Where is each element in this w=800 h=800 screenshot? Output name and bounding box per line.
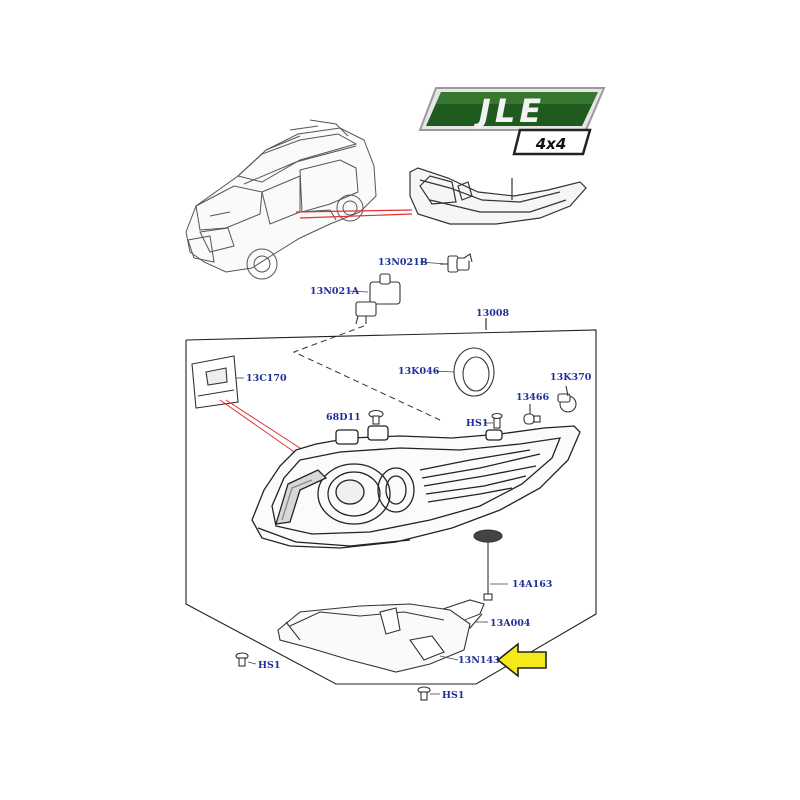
label-13n143: 13N143 xyxy=(458,655,500,666)
socket-13k370 xyxy=(557,385,577,413)
yellow-arrow-icon xyxy=(496,642,547,678)
brand-logo: JLE 4x4 xyxy=(418,87,606,156)
brand-badge-text: 4x4 xyxy=(535,135,567,153)
screw-hs1-left xyxy=(235,652,249,667)
fastener-68d11 xyxy=(368,409,384,425)
module-13c170 xyxy=(191,355,239,409)
assembly-frame xyxy=(185,318,597,685)
screw-hs1-top xyxy=(491,412,503,429)
side-bulb-13466 xyxy=(523,404,541,425)
screw-hs1-bottom xyxy=(417,686,431,701)
headlamp-assembly xyxy=(251,425,581,549)
label-13n021a: 13N021A xyxy=(310,286,360,297)
brand-logo-text: JLE xyxy=(473,92,545,130)
bulb-13n021a xyxy=(355,273,401,325)
module-leader-lines xyxy=(219,399,307,457)
label-13008: 13008 xyxy=(476,308,509,319)
label-13466: 13466 xyxy=(516,392,549,403)
lower-cover-13n143 xyxy=(277,603,471,673)
label-13a004: 13A004 xyxy=(490,618,531,629)
label-68d11: 68D11 xyxy=(326,412,361,423)
gasket-14a163 xyxy=(473,529,503,601)
vehicle-leader-lines xyxy=(295,209,413,219)
label-hs1-left: HS1 xyxy=(258,660,280,671)
headlight-detail-view xyxy=(409,167,587,225)
label-13k046: 13K046 xyxy=(398,366,440,377)
label-hs1-bottom: HS1 xyxy=(442,690,464,701)
bulb-13n021b xyxy=(440,253,473,273)
label-hs1-top: HS1 xyxy=(466,418,488,429)
label-13k370: 13K370 xyxy=(550,372,592,383)
vehicle-illustration xyxy=(185,119,377,280)
label-13n021b: 13N021B xyxy=(378,257,428,268)
label-13c170: 13C170 xyxy=(246,373,287,384)
cover-cap-13k046 xyxy=(453,347,495,397)
label-14a163: 14A163 xyxy=(512,579,552,590)
bulb-dashed-connector xyxy=(292,325,441,421)
